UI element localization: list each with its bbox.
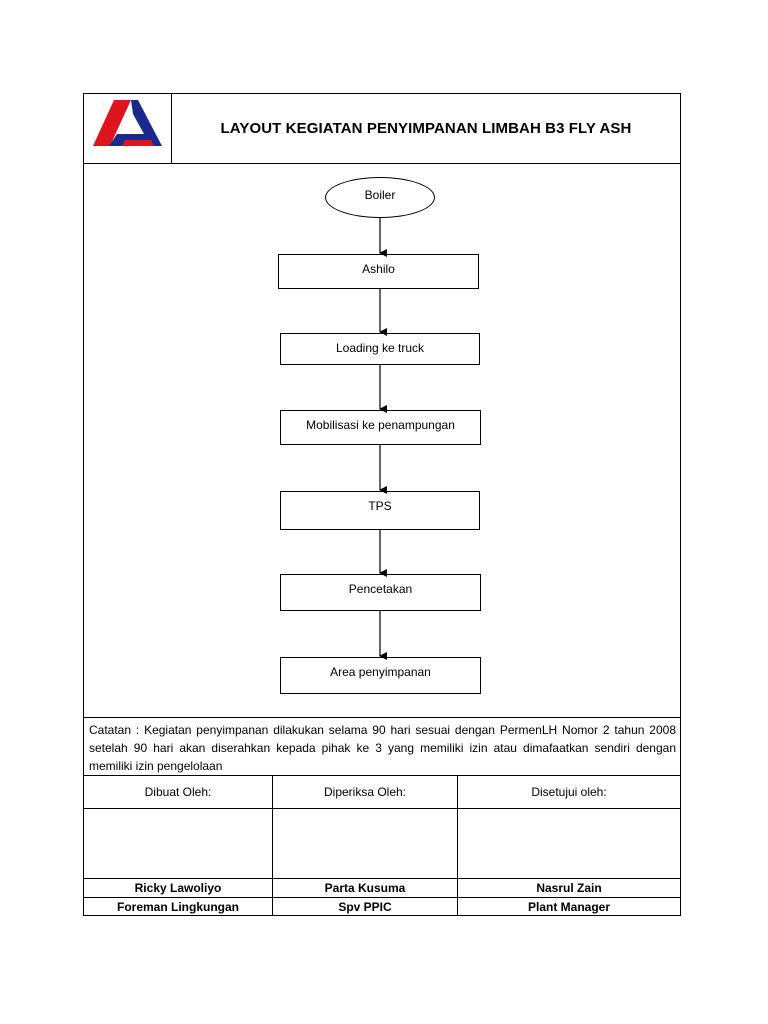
flow-step-tps: TPS	[280, 491, 480, 530]
flow-start-boiler: Boiler	[325, 177, 435, 218]
flow-step-ashilo: Ashilo	[278, 254, 479, 289]
note-text: Catatan : Kegiatan penyimpanan dilakukan…	[89, 723, 676, 773]
signature-header-prepared: Dibuat Oleh:	[144, 784, 212, 799]
signature-role-checked: Spv PPIC	[338, 899, 392, 914]
signature-col-divider-1	[272, 775, 273, 916]
signature-header-checked: Diperiksa Oleh:	[323, 784, 407, 799]
signature-name-line	[84, 897, 681, 898]
signature-table-top-line	[84, 775, 681, 776]
note-top-line	[84, 717, 681, 718]
signature-name-checked: Parta Kusuma	[324, 880, 406, 895]
flow-step-loading: Loading ke truck	[280, 333, 480, 365]
signature-name-prepared: Ricky Lawoliyo	[134, 880, 222, 895]
flow-step-pencetakan: Pencetakan	[280, 574, 481, 611]
signature-header-approved: Disetujui oleh:	[531, 784, 607, 799]
document-frame	[83, 93, 681, 916]
logo-triangle-icon	[93, 100, 162, 146]
flow-step-mobilisasi: Mobilisasi ke penampungan	[280, 410, 481, 445]
signature-header-line	[84, 808, 681, 809]
signature-role-approved: Plant Manager	[527, 899, 611, 914]
signature-space-line	[84, 878, 681, 879]
flow-step-area-penyimpanan: Area penyimpanan	[280, 657, 481, 694]
header-divider	[171, 94, 172, 163]
document-title: LAYOUT KEGIATAN PENYIMPANAN LIMBAH B3 FL…	[220, 120, 632, 137]
signature-name-approved: Nasrul Zain	[536, 880, 602, 895]
company-logo	[84, 94, 171, 163]
signature-col-divider-2	[457, 775, 458, 916]
signature-role-prepared: Foreman Lingkungan	[116, 899, 239, 914]
header-bottom-line	[84, 163, 681, 164]
